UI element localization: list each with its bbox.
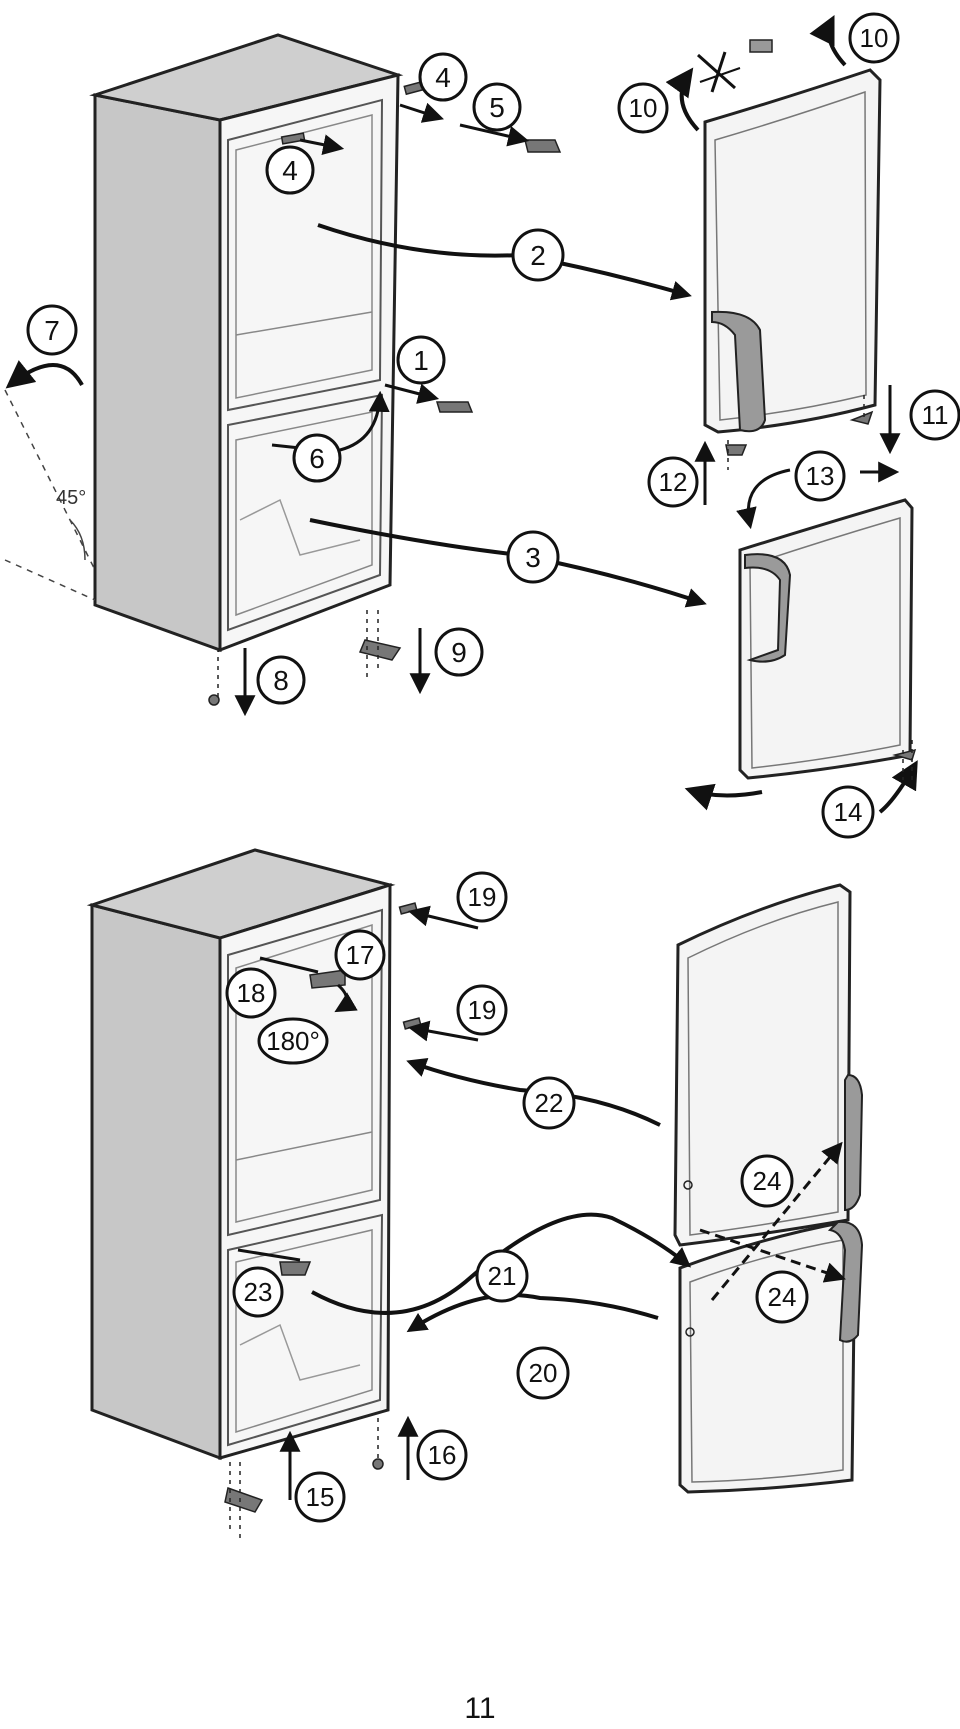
door-handle-upper [711,310,767,433]
fridge-cabinet-top [89,33,404,653]
callout-14: 14 [821,785,875,839]
tilt-angle-indicator: 45° [4,389,96,601]
svg-text:180°: 180° [266,1026,320,1056]
svg-text:6: 6 [309,443,325,474]
svg-text:16: 16 [428,1440,457,1470]
svg-text:10: 10 [629,93,658,123]
svg-text:8: 8 [273,665,289,696]
callout-4-outer: 4 [418,52,468,102]
svg-text:1: 1 [413,345,429,376]
callout-18: 18 [225,967,277,1019]
svg-text:20: 20 [529,1358,558,1388]
not-allowed-icon [697,51,741,93]
callout-180-deg: 180° [257,1017,329,1065]
callouts-top: 4 5 4 2 1 6 7 3 8 9 10 10 11 12 13 [26,12,960,839]
svg-text:4: 4 [435,62,451,93]
svg-text:4: 4 [282,155,298,186]
callout-3: 3 [506,530,560,584]
callout-8: 8 [256,655,306,705]
dashed-guides-bottom [229,1418,379,1540]
callout-24-upper: 24 [740,1154,794,1208]
svg-text:22: 22 [535,1088,564,1118]
arrow-10-left [665,67,700,132]
callout-19-bottom: 19 [456,984,508,1036]
arrow-23 [237,1248,301,1262]
lower-door-top [738,498,914,780]
door-handle-lower [744,553,792,663]
callout-11: 11 [909,389,960,441]
arrow-4-inner [299,134,345,156]
callout-15: 15 [294,1471,346,1523]
svg-text:13: 13 [806,461,835,491]
callout-10-left: 10 [617,82,669,134]
page-number: 11 [464,1692,495,1725]
arrow-18 [259,956,319,974]
svg-text:19: 19 [468,882,497,912]
callout-23: 23 [232,1266,284,1318]
arrow-13-left [736,468,791,530]
arrow-24-lower [699,1228,846,1283]
callouts-bottom: 19 17 18 180° 19 22 24 21 24 23 20 16 15 [225,871,809,1523]
svg-text:3: 3 [525,542,541,573]
callout-9: 9 [434,627,484,677]
arrow-4-top [399,102,444,123]
arrow-19-top [407,905,479,930]
callout-10-right: 10 [848,12,900,64]
arrow-19-bottom [407,1020,479,1042]
svg-text:5: 5 [489,92,505,123]
arrow-20 [406,1293,659,1333]
arrow-24-upper [710,1141,843,1301]
upper-door-bottom [673,883,864,1247]
hinge-parts-top [208,39,917,761]
door-handle-right-upper [844,1073,864,1212]
callout-19-top: 19 [456,871,508,923]
angle-45-label: 45° [56,487,86,509]
callout-6: 6 [292,433,342,483]
svg-text:17: 17 [346,940,375,970]
callout-1: 1 [396,335,446,385]
svg-text:11: 11 [922,400,949,430]
svg-text:21: 21 [488,1261,517,1291]
callout-5: 5 [472,82,522,132]
svg-text:10: 10 [860,23,889,53]
arrow-5 [459,123,530,147]
svg-text:15: 15 [306,1482,335,1512]
svg-text:14: 14 [834,797,863,827]
arrow-17 [334,983,358,1013]
callout-22: 22 [522,1076,576,1130]
svg-text:24: 24 [768,1282,797,1312]
callout-2: 2 [511,228,565,282]
svg-text:7: 7 [44,315,60,346]
svg-text:18: 18 [237,978,266,1008]
svg-text:12: 12 [659,467,688,497]
callout-4-inner: 4 [265,145,315,195]
arrow-14-right [878,760,918,814]
callout-16: 16 [416,1429,468,1481]
callout-24-lower: 24 [755,1270,809,1324]
callout-20: 20 [516,1346,570,1400]
arrow-10-right [809,14,847,67]
door-handle-right-lower [827,1220,864,1343]
svg-text:19: 19 [468,995,497,1025]
svg-text:23: 23 [244,1277,273,1307]
callout-13: 13 [794,450,846,502]
svg-text:2: 2 [530,240,546,271]
arrow-22 [406,1058,661,1127]
arrow-1 [384,383,440,404]
lower-door-bottom [678,1220,864,1494]
svg-text:9: 9 [451,637,467,668]
arrows-bottom [237,905,846,1500]
upper-door-top [703,68,882,434]
callout-7: 7 [26,304,78,356]
arrow-21 [311,1212,692,1315]
svg-text:24: 24 [753,1166,782,1196]
callout-17: 17 [334,929,386,981]
arrow-14-left [684,783,763,811]
arrow-7 [5,360,84,389]
arrow-6 [339,390,390,452]
callout-12: 12 [647,456,699,508]
dashed-guides-top [217,395,913,780]
callout-21: 21 [475,1249,529,1303]
